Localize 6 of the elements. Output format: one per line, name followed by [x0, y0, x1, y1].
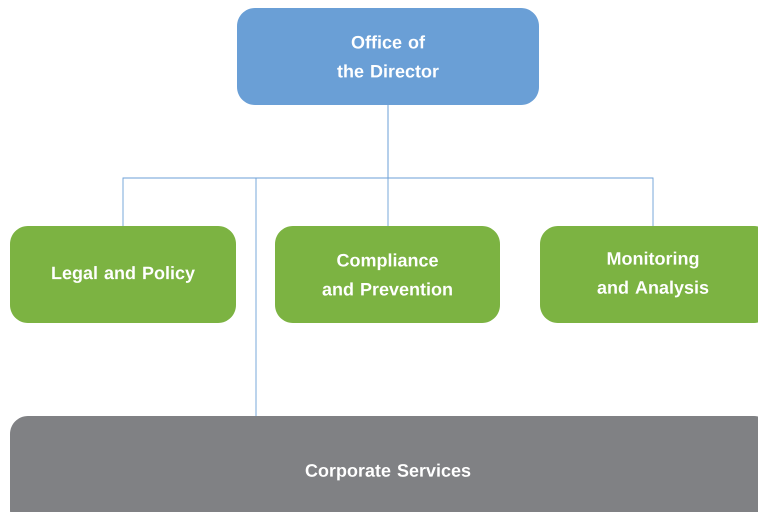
department-box: Monitoring and Analysis: [540, 226, 758, 323]
director-box: Office of the Director: [237, 8, 539, 105]
connector-line: [256, 104, 388, 416]
services-bar: Corporate Services: [10, 416, 758, 512]
department-box: Legal and Policy: [10, 226, 236, 323]
department-box: Compliance and Prevention: [275, 226, 500, 323]
